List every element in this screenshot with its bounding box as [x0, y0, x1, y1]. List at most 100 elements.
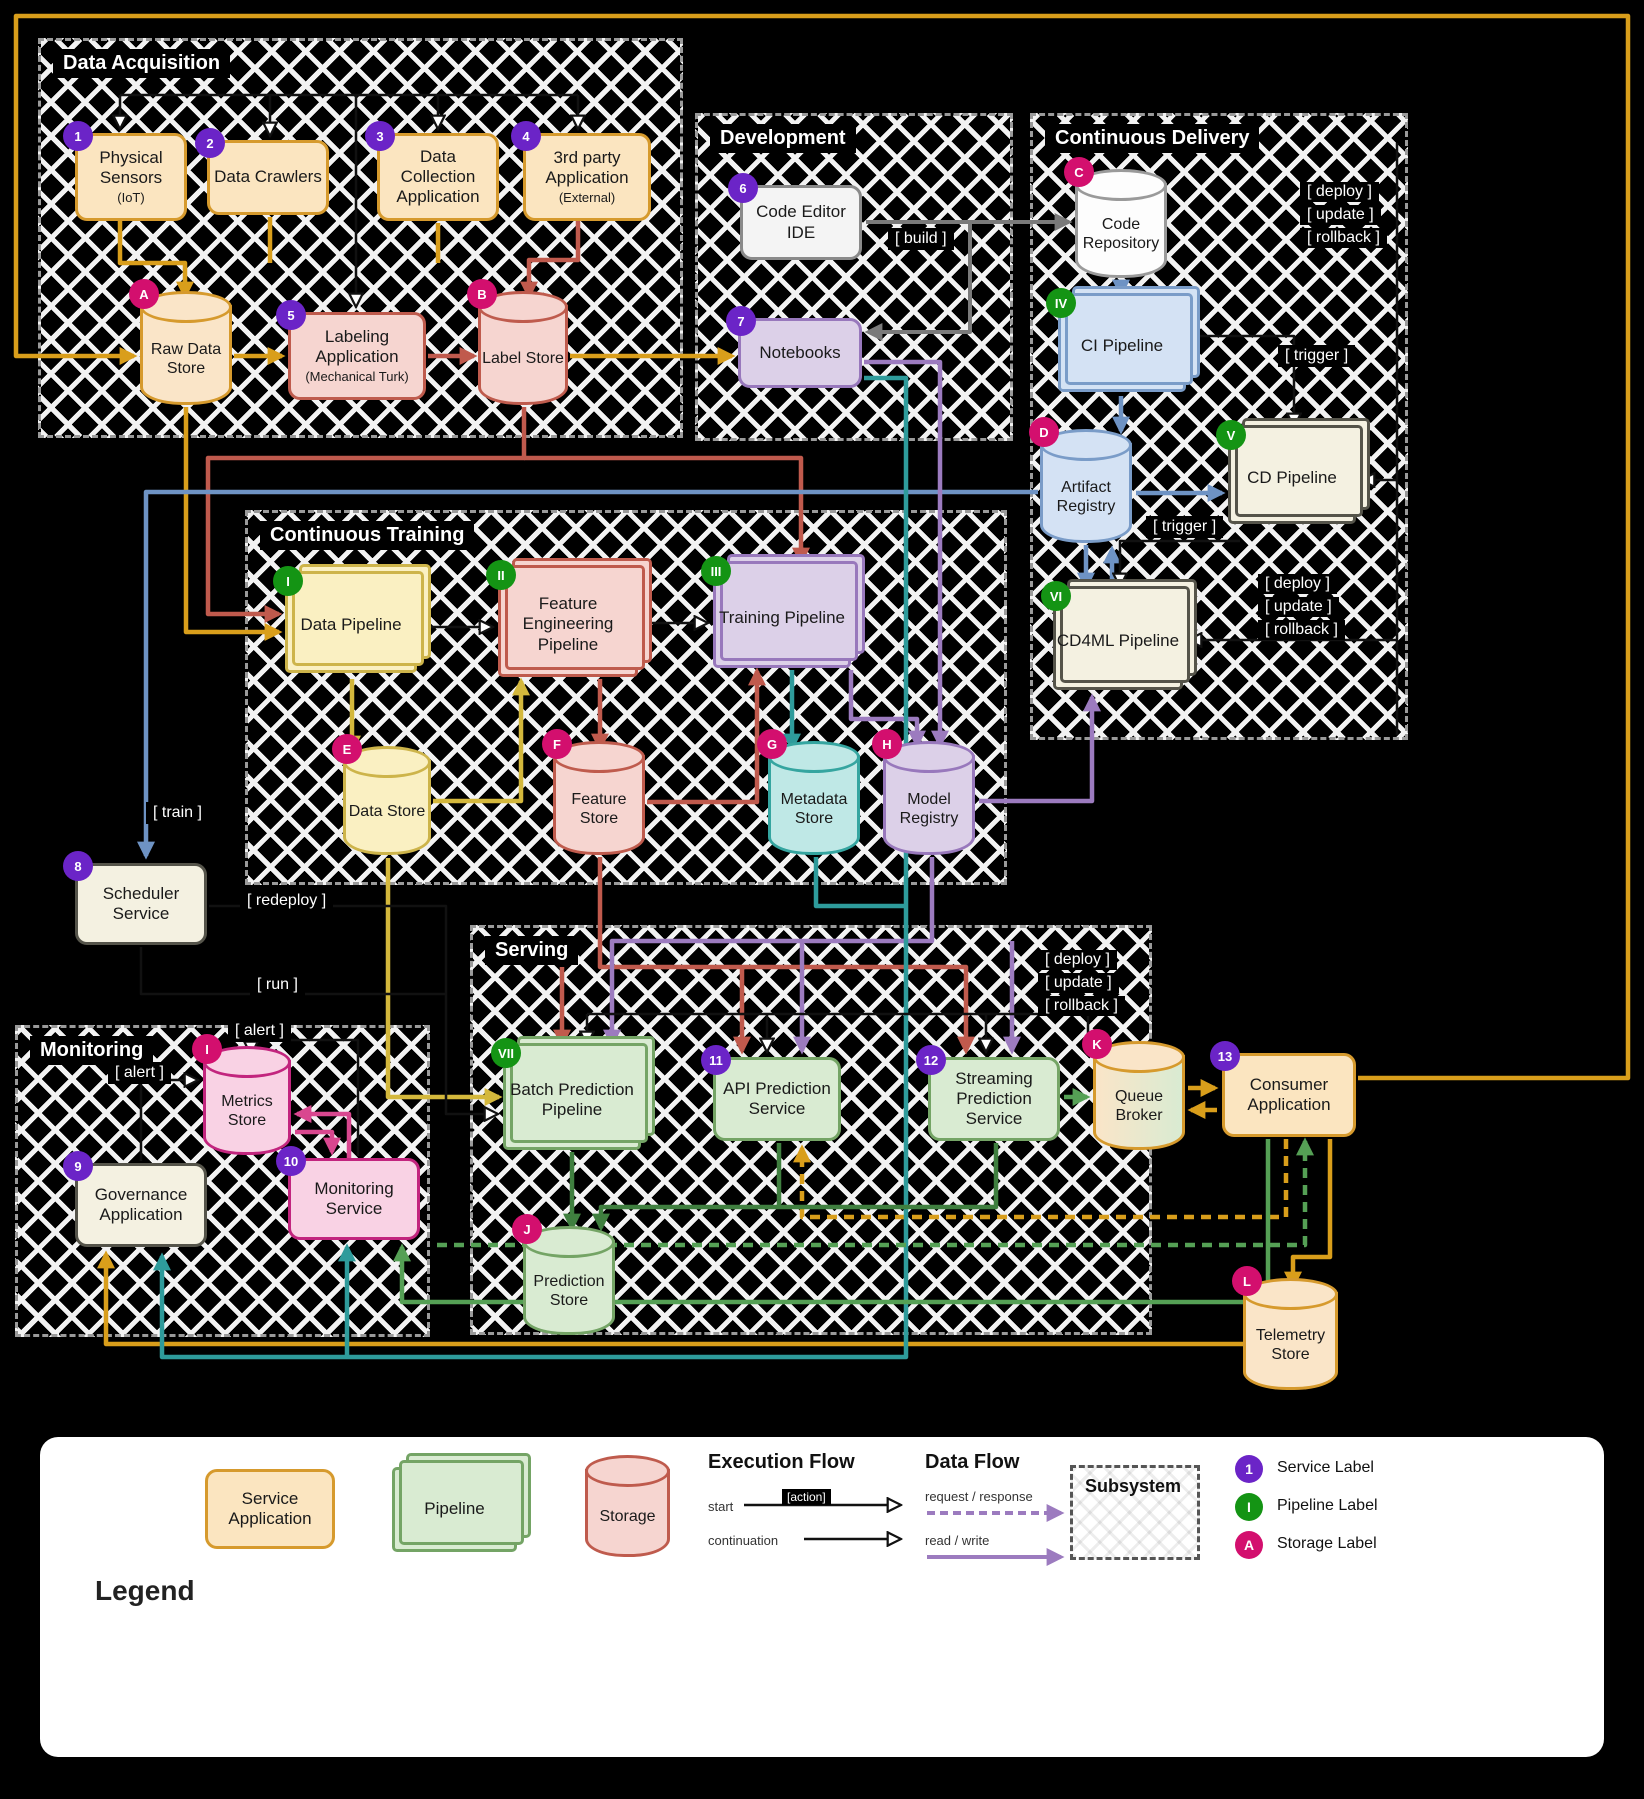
storage-letter-badge: F [542, 729, 572, 759]
node-label: CD4ML Pipeline [1056, 631, 1180, 651]
storage-letter-badge: K [1082, 1029, 1112, 1059]
legend-service-sample: Service Application [205, 1469, 335, 1549]
storage-letter-badge: A [129, 279, 159, 309]
storage-letter-badge: C [1064, 157, 1094, 187]
node-label: Data Crawlers [214, 167, 322, 187]
api-prediction-service: 11 API Prediction Service [701, 1045, 841, 1141]
storage-letter-badge: J [512, 1214, 542, 1244]
service-number-badge: 11 [701, 1045, 731, 1075]
legend-storage-label-text: Storage Label [1277, 1535, 1377, 1552]
batch-prediction-pipeline: VII Batch Prediction Pipeline [491, 1038, 641, 1150]
service-number-badge: 4 [511, 121, 541, 151]
deploy-update-rollback-labels: [ deploy ] [ update ] [ rollback ] [1258, 574, 1345, 640]
storage-letter-badge: E [332, 734, 362, 764]
raw-data-store: A Raw Data Store [129, 279, 232, 405]
data-pipeline: I Data Pipeline [273, 566, 417, 673]
node-label: Data Collection Application [396, 146, 480, 207]
build-action-label: [ build ] [888, 228, 954, 250]
node-label: Governance Application [94, 1184, 188, 1224]
node-label: Code Editor IDE [756, 202, 846, 242]
node-label: API Prediction Service [723, 1078, 831, 1118]
storage-letter-badge: B [467, 279, 497, 309]
node-label: Telemetry Store [1255, 1326, 1326, 1363]
service-number-badge: 5 [276, 300, 306, 330]
node-sublabel: (IoT) [117, 190, 145, 206]
label-store: B Label Store [467, 279, 568, 405]
node-label: Feature Store [571, 790, 627, 827]
node-label: Data Store [348, 802, 426, 820]
subsystem-title: Continuous Delivery [1045, 124, 1260, 153]
node-label: Batch Prediction Pipeline [510, 1079, 634, 1119]
pipeline-roman-badge: VI [1041, 581, 1071, 611]
node-label: Physical Sensors [99, 148, 163, 188]
storage-letter-badge: H [872, 729, 902, 759]
node-label: Feature Engineering Pipeline [522, 594, 614, 654]
deploy-update-rollback-labels: [ deploy ] [ update ] [ rollback ] [1300, 182, 1387, 248]
node-sublabel: (External) [558, 190, 616, 206]
node-label: Artifact Registry [1056, 478, 1116, 515]
node-label: Streaming Prediction Service [955, 1068, 1033, 1129]
governance-application-service: 9 Governance Application [63, 1151, 207, 1247]
legend-read-write-arrow [927, 1548, 1065, 1566]
node-label: Queue Broker [1114, 1088, 1164, 1124]
legend-start-arrow [744, 1495, 912, 1515]
legend-service-badge: 1 [1235, 1455, 1263, 1483]
legend-service-label-text: Service Label [1277, 1459, 1374, 1476]
node-label: 3rd party Application [545, 148, 629, 188]
artifact-registry-store: D Artifact Registry [1029, 417, 1132, 543]
service-number-badge: 8 [63, 851, 93, 881]
subsystem-title: Development [710, 124, 856, 153]
code-editor-ide-service: 6 Code Editor IDE [728, 173, 862, 260]
legend-pipeline-badge: I [1235, 1493, 1263, 1521]
trigger-action-label: [ trigger ] [1146, 516, 1224, 538]
redeploy-action-label: [ redeploy ] [240, 890, 334, 912]
node-label: Raw Data Store [150, 340, 222, 377]
trigger-action-label: [ trigger ] [1278, 345, 1356, 367]
physical-sensors-service: 1 Physical Sensors (IoT) [63, 121, 187, 221]
consumer-application-service: 13 Consumer Application [1210, 1041, 1356, 1137]
legend-pipeline-label-text: Pipeline Label [1277, 1497, 1378, 1514]
subsystem-title: Monitoring [30, 1036, 154, 1065]
data-collection-application-service: 3 Data Collection Application [365, 121, 499, 221]
node-label: Model Registry [899, 790, 959, 827]
data-store: E Data Store [332, 734, 431, 855]
service-number-badge: 6 [728, 173, 758, 203]
node-label: Monitoring Service [314, 1178, 394, 1218]
node-label: CI Pipeline [1080, 335, 1164, 355]
storage-letter-badge: G [757, 729, 787, 759]
monitoring-service: 10 Monitoring Service [276, 1146, 420, 1240]
data-crawlers-service: 2 Data Crawlers [195, 128, 329, 215]
node-label: Consumer Application [1247, 1074, 1331, 1114]
node-label: Code Repository [1082, 216, 1160, 252]
legend-panel: Legend Service Application Pipeline Stor… [40, 1437, 1604, 1757]
scheduler-service: 8 Scheduler Service [63, 851, 207, 945]
legend-start-label: start [708, 1499, 734, 1514]
node-label: CD Pipeline [1247, 467, 1337, 487]
service-number-badge: 7 [726, 306, 756, 336]
legend-storage-label: Storage [599, 1508, 656, 1526]
service-number-badge: 12 [916, 1045, 946, 1075]
subsystem-title: Data Acquisition [53, 49, 231, 78]
node-label: Training Pipeline [719, 607, 845, 627]
development-subsystem: Development [695, 113, 1013, 441]
storage-letter-badge: L [1232, 1266, 1262, 1296]
service-number-badge: 2 [195, 128, 225, 158]
metadata-store: G Metadata Store [757, 729, 860, 855]
node-label: Label Store [482, 350, 564, 368]
pipeline-roman-badge: VII [491, 1038, 521, 1068]
node-label: Notebooks [759, 342, 841, 362]
legend-subsystem-label: Subsystem [1085, 1476, 1182, 1496]
legend-title: Legend [95, 1575, 195, 1606]
node-sublabel: (Mechanical Turk) [305, 369, 409, 385]
notebooks-service: 7 Notebooks [726, 306, 862, 388]
node-label: Metadata Store [780, 790, 848, 827]
metrics-store: I Metrics Store [192, 1034, 291, 1155]
legend-subsystem-sample: Subsystem [1070, 1465, 1200, 1560]
legend-continuation-arrow [804, 1529, 912, 1549]
cd4ml-pipeline: VI CD4ML Pipeline [1041, 581, 1183, 690]
streaming-prediction-service: 12 Streaming Prediction Service [916, 1045, 1060, 1141]
service-number-badge: 3 [365, 121, 395, 151]
pipeline-roman-badge: V [1216, 420, 1246, 450]
legend-storage-badge: A [1235, 1531, 1263, 1559]
